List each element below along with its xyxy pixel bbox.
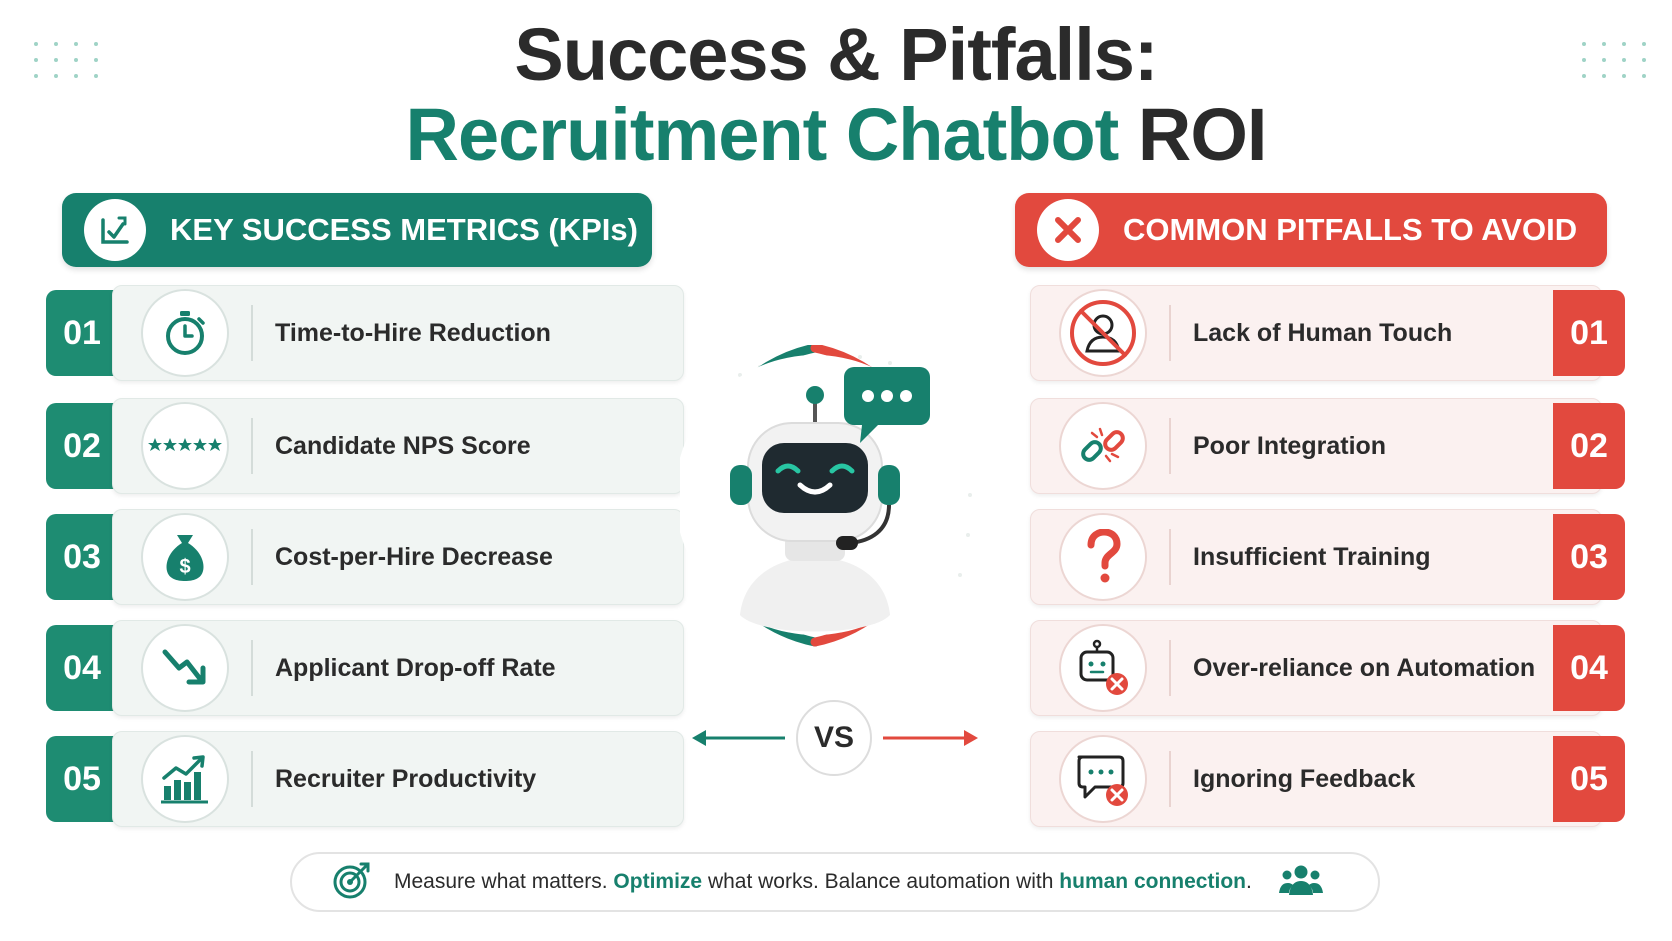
item-label: Applicant Drop-off Rate: [275, 653, 556, 682]
item-label: Ignoring Feedback: [1193, 764, 1416, 793]
pitfall-card: Insufficient Training: [1030, 509, 1602, 605]
success-item: 04 Applicant Drop-off Rate: [46, 620, 686, 716]
item-number: 04: [1553, 625, 1625, 711]
success-card: Recruiter Productivity: [112, 731, 684, 827]
item-label: Time-to-Hire Reduction: [275, 318, 551, 347]
question-mark-icon: [1059, 513, 1147, 601]
pitfall-card: Ignoring Feedback: [1030, 731, 1602, 827]
chart-check-icon: [84, 199, 146, 261]
success-card: Candidate NPS Score: [112, 398, 684, 494]
item-label: Lack of Human Touch: [1193, 318, 1453, 347]
pitfall-item: Over-reliance on Automation 04: [1030, 620, 1630, 716]
pitfall-card: Over-reliance on Automation: [1030, 620, 1602, 716]
footer-tagline: Measure what matters. Optimize what work…: [290, 852, 1380, 912]
item-number: 01: [1553, 290, 1625, 376]
robot-error-icon: [1059, 624, 1147, 712]
success-item: 05 Recruiter Productivity: [46, 731, 686, 827]
pitfall-card: Poor Integration: [1030, 398, 1602, 494]
team-icon: [1278, 863, 1324, 902]
item-label: Recruiter Productivity: [275, 764, 537, 793]
page-title: Success & Pitfalls: Recruitment Chatbot …: [0, 18, 1672, 172]
five-stars-icon: [141, 402, 229, 490]
pitfalls-banner: COMMON PITFALLS TO AVOID: [1015, 193, 1607, 267]
robot-headset-icon: [675, 343, 990, 655]
item-number: 04: [46, 625, 118, 711]
item-label: Over-reliance on Automation: [1193, 653, 1536, 682]
success-item: 03 $ Cost-per-Hire Decrease: [46, 509, 686, 605]
item-label: Poor Integration: [1193, 431, 1387, 460]
pitfall-item: Ignoring Feedback 05: [1030, 731, 1630, 827]
title-line-1: Success & Pitfalls:: [514, 13, 1158, 96]
title-accent: Recruitment Chatbot: [405, 93, 1120, 176]
success-card: $ Cost-per-Hire Decrease: [112, 509, 684, 605]
title-line-2: Recruitment Chatbot ROI: [0, 98, 1672, 172]
success-heading: KEY SUCCESS METRICS (KPIs): [170, 212, 638, 247]
success-item: 02 Candidate NPS Score: [46, 398, 686, 494]
pitfall-item: Lack of Human Touch 01: [1030, 285, 1630, 381]
pitfall-item: Poor Integration 02: [1030, 398, 1630, 494]
title-rest: ROI: [1137, 93, 1268, 176]
trend-down-arrow-icon: [141, 624, 229, 712]
money-bag-icon: $: [141, 513, 229, 601]
x-mark-icon: [1037, 199, 1099, 261]
item-number: 01: [46, 290, 118, 376]
target-icon: [332, 860, 372, 905]
item-label: Insufficient Training: [1193, 542, 1431, 571]
versus-divider: VS: [690, 700, 980, 776]
item-number: 05: [46, 736, 118, 822]
item-number: 03: [1553, 514, 1625, 600]
no-person-icon: [1059, 289, 1147, 377]
vs-badge: VS: [796, 700, 872, 776]
growth-bar-chart-icon: [141, 735, 229, 823]
item-number: 02: [1553, 403, 1625, 489]
chat-error-icon: [1059, 735, 1147, 823]
pitfall-item: Insufficient Training 03: [1030, 509, 1630, 605]
svg-text:$: $: [179, 556, 190, 578]
decorative-dots-left: [34, 42, 102, 78]
footer-text: Measure what matters. Optimize what work…: [394, 870, 1252, 893]
item-number: 03: [46, 514, 118, 600]
decorative-dots-right: [1582, 42, 1650, 78]
stopwatch-icon: [141, 289, 229, 377]
success-item: 01 Time-to-Hire Reduction: [46, 285, 686, 381]
success-card: Applicant Drop-off Rate: [112, 620, 684, 716]
item-number: 02: [46, 403, 118, 489]
pitfall-card: Lack of Human Touch: [1030, 285, 1602, 381]
broken-link-icon: [1059, 402, 1147, 490]
success-metrics-banner: KEY SUCCESS METRICS (KPIs): [62, 193, 652, 267]
item-label: Candidate NPS Score: [275, 431, 531, 460]
pitfalls-heading: COMMON PITFALLS TO AVOID: [1123, 212, 1578, 247]
item-number: 05: [1553, 736, 1625, 822]
item-label: Cost-per-Hire Decrease: [275, 542, 553, 571]
success-card: Time-to-Hire Reduction: [112, 285, 684, 381]
